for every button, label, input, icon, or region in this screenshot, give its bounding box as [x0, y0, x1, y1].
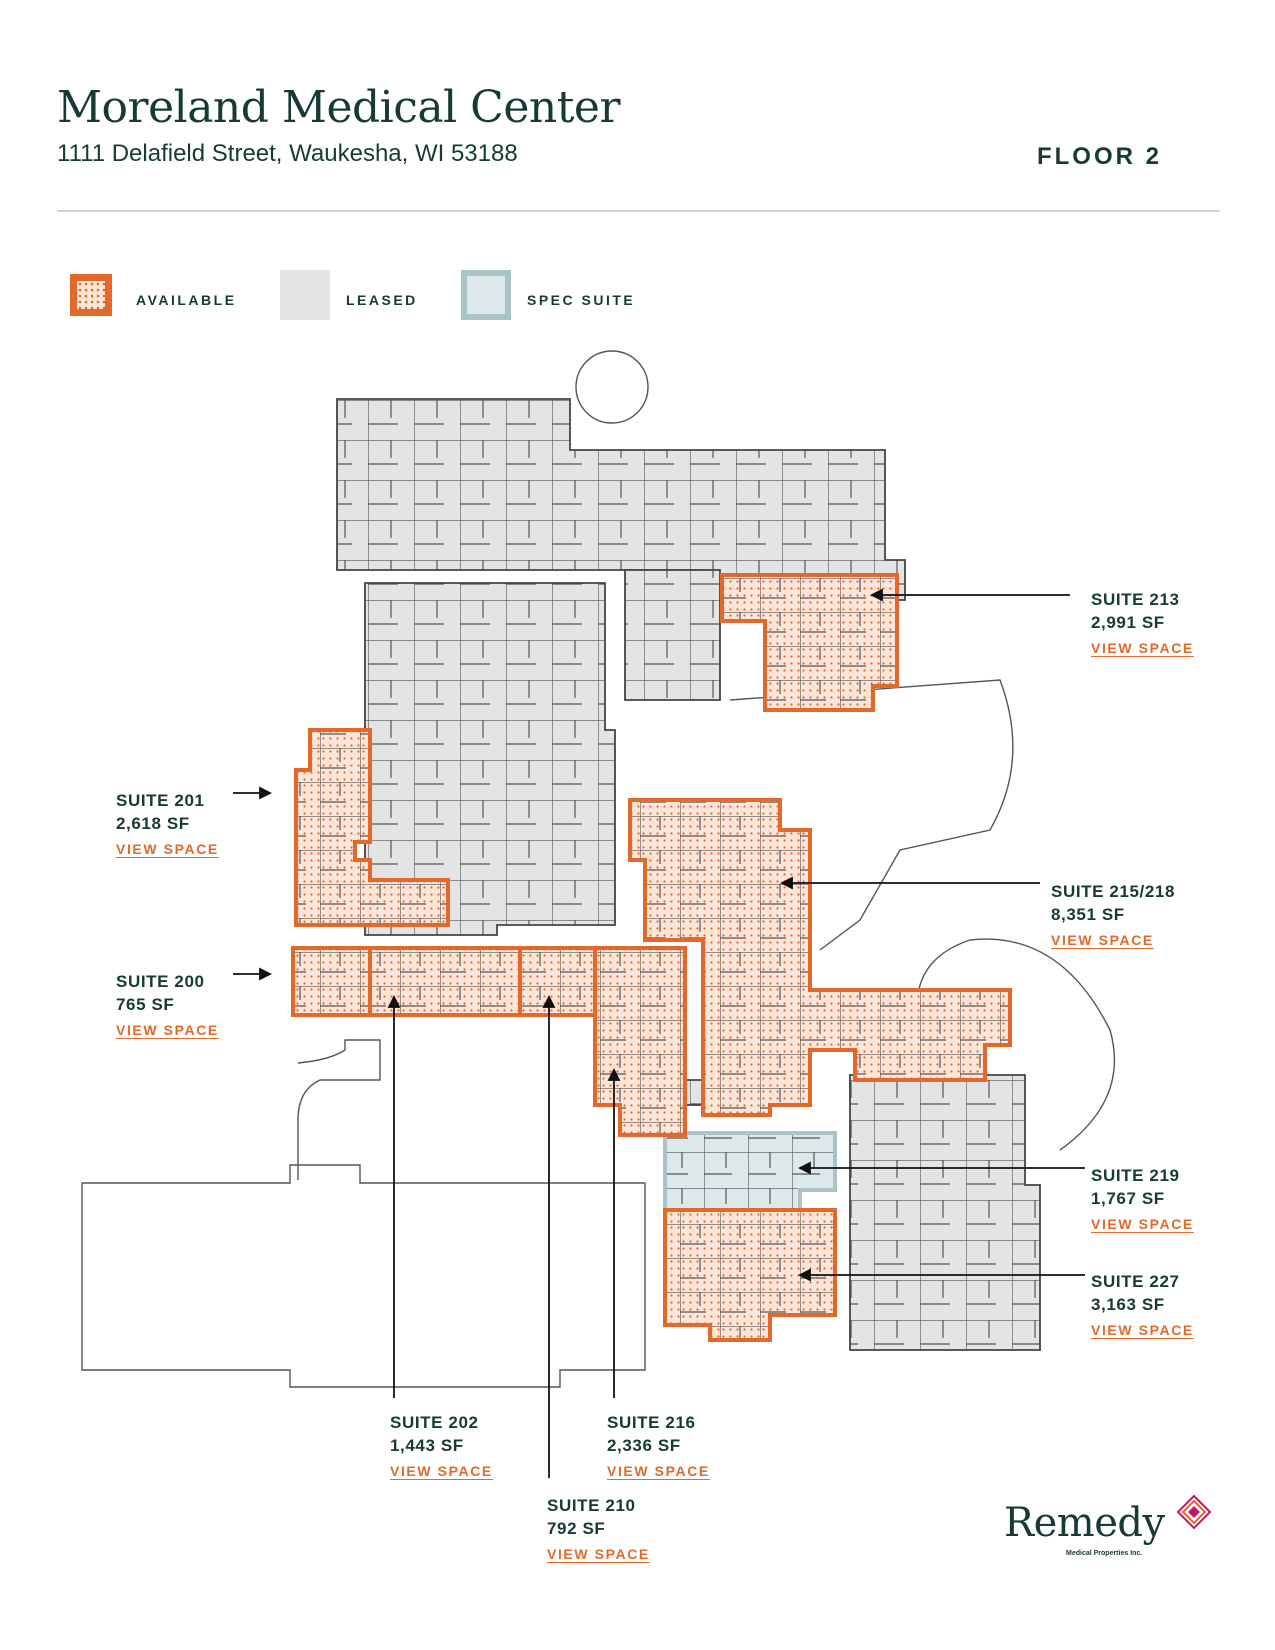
- page-title: Moreland Medical Center: [57, 82, 620, 133]
- view-space-link[interactable]: VIEW SPACE: [1091, 640, 1194, 656]
- view-space-link[interactable]: VIEW SPACE: [1091, 1322, 1194, 1338]
- suite-name: SUITE 201: [116, 791, 205, 810]
- suite-219-label: SUITE 219 1,767 SF VIEW SPACE: [1091, 1164, 1194, 1236]
- suite-name: SUITE 219: [1091, 1166, 1180, 1185]
- suite-216-label: SUITE 216 2,336 SF VIEW SPACE: [607, 1411, 710, 1483]
- suite-area: 792 SF: [547, 1519, 606, 1538]
- suite-200-area: [291, 946, 372, 1017]
- suite-200-label: SUITE 200 765 SF VIEW SPACE: [116, 970, 219, 1042]
- logo-subtitle: Medical Properties Inc.: [1066, 1550, 1143, 1557]
- legend-spec-label: SPEC SUITE: [527, 292, 636, 308]
- site-outline: [81, 350, 1116, 1388]
- suite-name: SUITE 216: [607, 1413, 696, 1432]
- suite-name: SUITE 227: [1091, 1272, 1180, 1291]
- suite-210-area: [518, 946, 597, 1017]
- suite-213-area: [720, 573, 899, 712]
- suite-201-area: [294, 728, 450, 927]
- suite-name: SUITE 213: [1091, 590, 1180, 609]
- remedy-logo: Remedy Medical Properties Inc.: [1004, 1494, 1214, 1570]
- available-swatch: [70, 274, 112, 316]
- header-divider: [57, 210, 1220, 212]
- suite-name: SUITE 210: [547, 1496, 636, 1515]
- leased-areas: [336, 398, 1041, 1351]
- view-space-link[interactable]: VIEW SPACE: [607, 1463, 710, 1479]
- suite-area: 2,991 SF: [1091, 613, 1165, 632]
- view-space-link[interactable]: VIEW SPACE: [547, 1546, 650, 1562]
- suite-213-label: SUITE 213 2,991 SF VIEW SPACE: [1091, 588, 1194, 660]
- suite-227-area: [663, 1208, 837, 1342]
- suite-215-218-label: SUITE 215/218 8,351 SF VIEW SPACE: [1051, 880, 1175, 952]
- view-space-link[interactable]: VIEW SPACE: [116, 1022, 219, 1038]
- leader-lines: [233, 588, 1085, 1478]
- view-space-link[interactable]: VIEW SPACE: [390, 1463, 493, 1479]
- logo-mark-icon: [1176, 1494, 1212, 1530]
- floor-label: FLOOR 2: [1036, 143, 1162, 170]
- suite-202-label: SUITE 202 1,443 SF VIEW SPACE: [390, 1411, 493, 1483]
- spec-suite-swatch: [461, 270, 511, 320]
- suite-name: SUITE 202: [390, 1413, 479, 1432]
- suite-210-label: SUITE 210 792 SF VIEW SPACE: [547, 1494, 650, 1566]
- legend: AVAILABLE LEASED SPEC SUITE: [0, 270, 1275, 324]
- address: 1111 Delafield Street, Waukesha, WI 5318…: [57, 140, 518, 167]
- suite-area: 2,336 SF: [607, 1436, 681, 1455]
- suite-216-area: [593, 946, 687, 1137]
- suite-area: 8,351 SF: [1051, 905, 1125, 924]
- suite-area: 1,767 SF: [1091, 1189, 1165, 1208]
- suite-area: 765 SF: [116, 995, 175, 1014]
- view-space-link[interactable]: VIEW SPACE: [1091, 1216, 1194, 1232]
- suite-area: 2,618 SF: [116, 814, 190, 833]
- suite-area: 3,163 SF: [1091, 1295, 1165, 1314]
- suite-227-label: SUITE 227 3,163 SF VIEW SPACE: [1091, 1270, 1194, 1342]
- logo-wordmark: Remedy: [1004, 1500, 1165, 1546]
- view-space-link[interactable]: VIEW SPACE: [116, 841, 219, 857]
- leased-swatch: [280, 270, 330, 320]
- legend-leased-label: LEASED: [346, 292, 418, 308]
- view-space-link[interactable]: VIEW SPACE: [1051, 932, 1154, 948]
- legend-available-label: AVAILABLE: [136, 292, 237, 308]
- suite-name: SUITE 200: [116, 972, 205, 991]
- available-areas: [291, 573, 1012, 1342]
- suite-201-label: SUITE 201 2,618 SF VIEW SPACE: [116, 789, 219, 861]
- suite-name: SUITE 215/218: [1051, 882, 1176, 901]
- suite-area: 1,443 SF: [390, 1436, 464, 1455]
